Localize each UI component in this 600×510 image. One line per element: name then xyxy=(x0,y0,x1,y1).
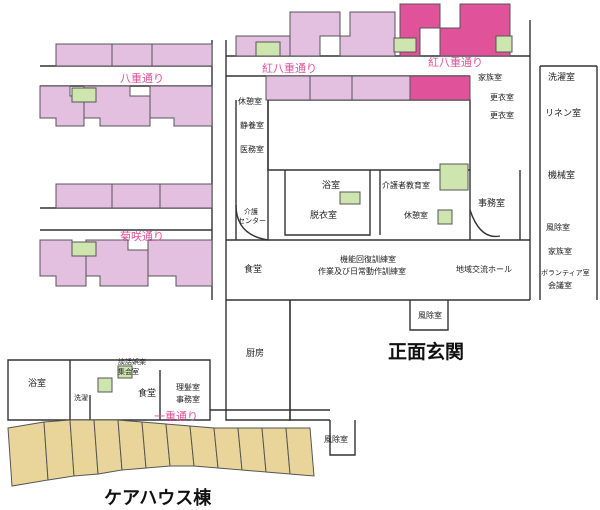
facility-restrooms xyxy=(71,35,513,393)
room-imushitsu: 医務室 xyxy=(240,144,264,154)
restroom-icon xyxy=(71,87,97,103)
room-danwa-1: 談話娯楽 xyxy=(118,357,146,366)
restroom-icon xyxy=(495,35,513,53)
restroom-icon xyxy=(255,41,281,57)
wheelchair-icon xyxy=(437,209,453,225)
room-kikaishitsu: 機械室 xyxy=(548,169,575,181)
room-datsuishitsu: 脱衣室 xyxy=(310,209,337,221)
residential-units-upper-left xyxy=(39,43,213,127)
unit-block xyxy=(165,423,195,467)
restroom-icon xyxy=(393,37,417,53)
restroom-icon xyxy=(71,241,97,257)
building-walls xyxy=(7,20,598,456)
restroom-icon xyxy=(339,191,361,205)
unit-block xyxy=(159,183,213,209)
unit-block xyxy=(55,43,113,67)
room-fuujoshitsu-entrance: 風除室 xyxy=(418,310,442,320)
residential-units-top xyxy=(235,11,411,101)
care-house-label: ケアハウス棟 xyxy=(104,487,212,509)
restroom-icon xyxy=(117,365,133,379)
elevator-icon xyxy=(439,163,469,191)
unit-block xyxy=(265,75,311,101)
room-kinou-1: 機能回復訓練室 xyxy=(340,254,396,264)
unit-block xyxy=(149,85,213,127)
room-riyou-1: 理髪室 xyxy=(176,382,200,392)
room-chiiki-hall: 地域交流ホール xyxy=(456,264,512,274)
room-sentaku-small: 洗濯 xyxy=(74,393,88,402)
room-kazokushitsu: 家族室 xyxy=(548,246,572,256)
corridor-kiku: 菊咲通り xyxy=(120,229,164,243)
room-danwa-2: 集会室 xyxy=(118,367,139,376)
main-entrance-label: 正面玄関 xyxy=(388,340,464,363)
unit-block xyxy=(141,421,171,469)
wheelchair-icon xyxy=(97,377,113,393)
unit-block xyxy=(69,419,99,477)
unit-block xyxy=(93,419,123,475)
unit-block xyxy=(285,427,315,477)
room-yokushitsu-lower: 浴室 xyxy=(28,377,46,389)
corridor-benikawa-right: 紅八重通り xyxy=(428,55,483,69)
room-shokudou-lower: 食堂 xyxy=(138,387,156,399)
unit-block xyxy=(111,183,161,209)
room-yokushitsu: 浴室 xyxy=(322,179,340,191)
room-fuujoshitsu-right: 風除室 xyxy=(546,222,570,232)
unit-block xyxy=(147,239,213,287)
room-kaigo-center-2: センター xyxy=(238,216,266,225)
room-kyuukei-mid: 休憩室 xyxy=(404,210,428,220)
unit-block xyxy=(7,421,49,487)
room-kyuukei-top: 休憩室 xyxy=(238,96,262,106)
room-kinou-2: 作業及び日常動作訓練室 xyxy=(318,266,406,276)
room-seiyoushitsu: 静養室 xyxy=(240,120,264,130)
room-kouishitsu: 更衣室 xyxy=(490,92,514,102)
room-volunteer: ボランティア室 xyxy=(541,268,590,277)
unit-block xyxy=(261,427,291,475)
room-riyou-2: 事務室 xyxy=(176,394,200,404)
corridor-hitoe: 一重通り xyxy=(154,409,198,423)
unit-block xyxy=(409,75,471,101)
room-kazokushitsu-top: 家族室 xyxy=(478,72,502,82)
unit-block xyxy=(289,11,341,57)
room-sentakushitsu: 洗濯室 xyxy=(548,71,575,83)
unit-block xyxy=(85,239,149,287)
room-shokudou: 食堂 xyxy=(244,263,262,275)
unit-block xyxy=(151,43,213,67)
unit-block xyxy=(55,183,113,209)
corridor-yae: 八重通り xyxy=(120,71,164,85)
unit-block xyxy=(117,419,147,471)
corridor-benikawa-left: 紅八重通り xyxy=(262,61,317,75)
unit-block xyxy=(111,43,153,67)
room-kaigo-center-1: 介護 xyxy=(244,207,258,216)
room-kouishitsu-2: 更衣室 xyxy=(490,110,514,120)
unit-block xyxy=(213,427,243,471)
unit-block xyxy=(189,425,219,469)
unit-block xyxy=(351,75,411,101)
room-jimushitsu: 事務室 xyxy=(478,197,505,209)
room-kaigosha-kyouiku: 介護者教育室 xyxy=(382,180,430,190)
unit-block xyxy=(43,419,75,481)
corridor-labels: 八重通り 菊咲通り 紅八重通り 紅八重通り 一重通り xyxy=(120,55,483,423)
room-rinenshitsu: リネン室 xyxy=(545,107,581,119)
unit-block xyxy=(237,427,267,473)
unit-block xyxy=(439,3,511,57)
unit-block xyxy=(83,85,151,127)
room-chuubou: 厨房 xyxy=(246,347,264,359)
room-fuujoshitsu-lower: 風除室 xyxy=(324,434,348,444)
unit-block xyxy=(309,75,353,101)
residential-units-lower-left xyxy=(39,183,213,287)
room-kaigishitsu: 会議室 xyxy=(548,280,572,290)
room-labels: 洗濯室 リネン室 機械室 家族室 更衣室 更衣室 風除室 家族室 ボランティア室… xyxy=(28,71,590,444)
care-house-units xyxy=(7,419,315,487)
unit-block xyxy=(339,11,396,57)
